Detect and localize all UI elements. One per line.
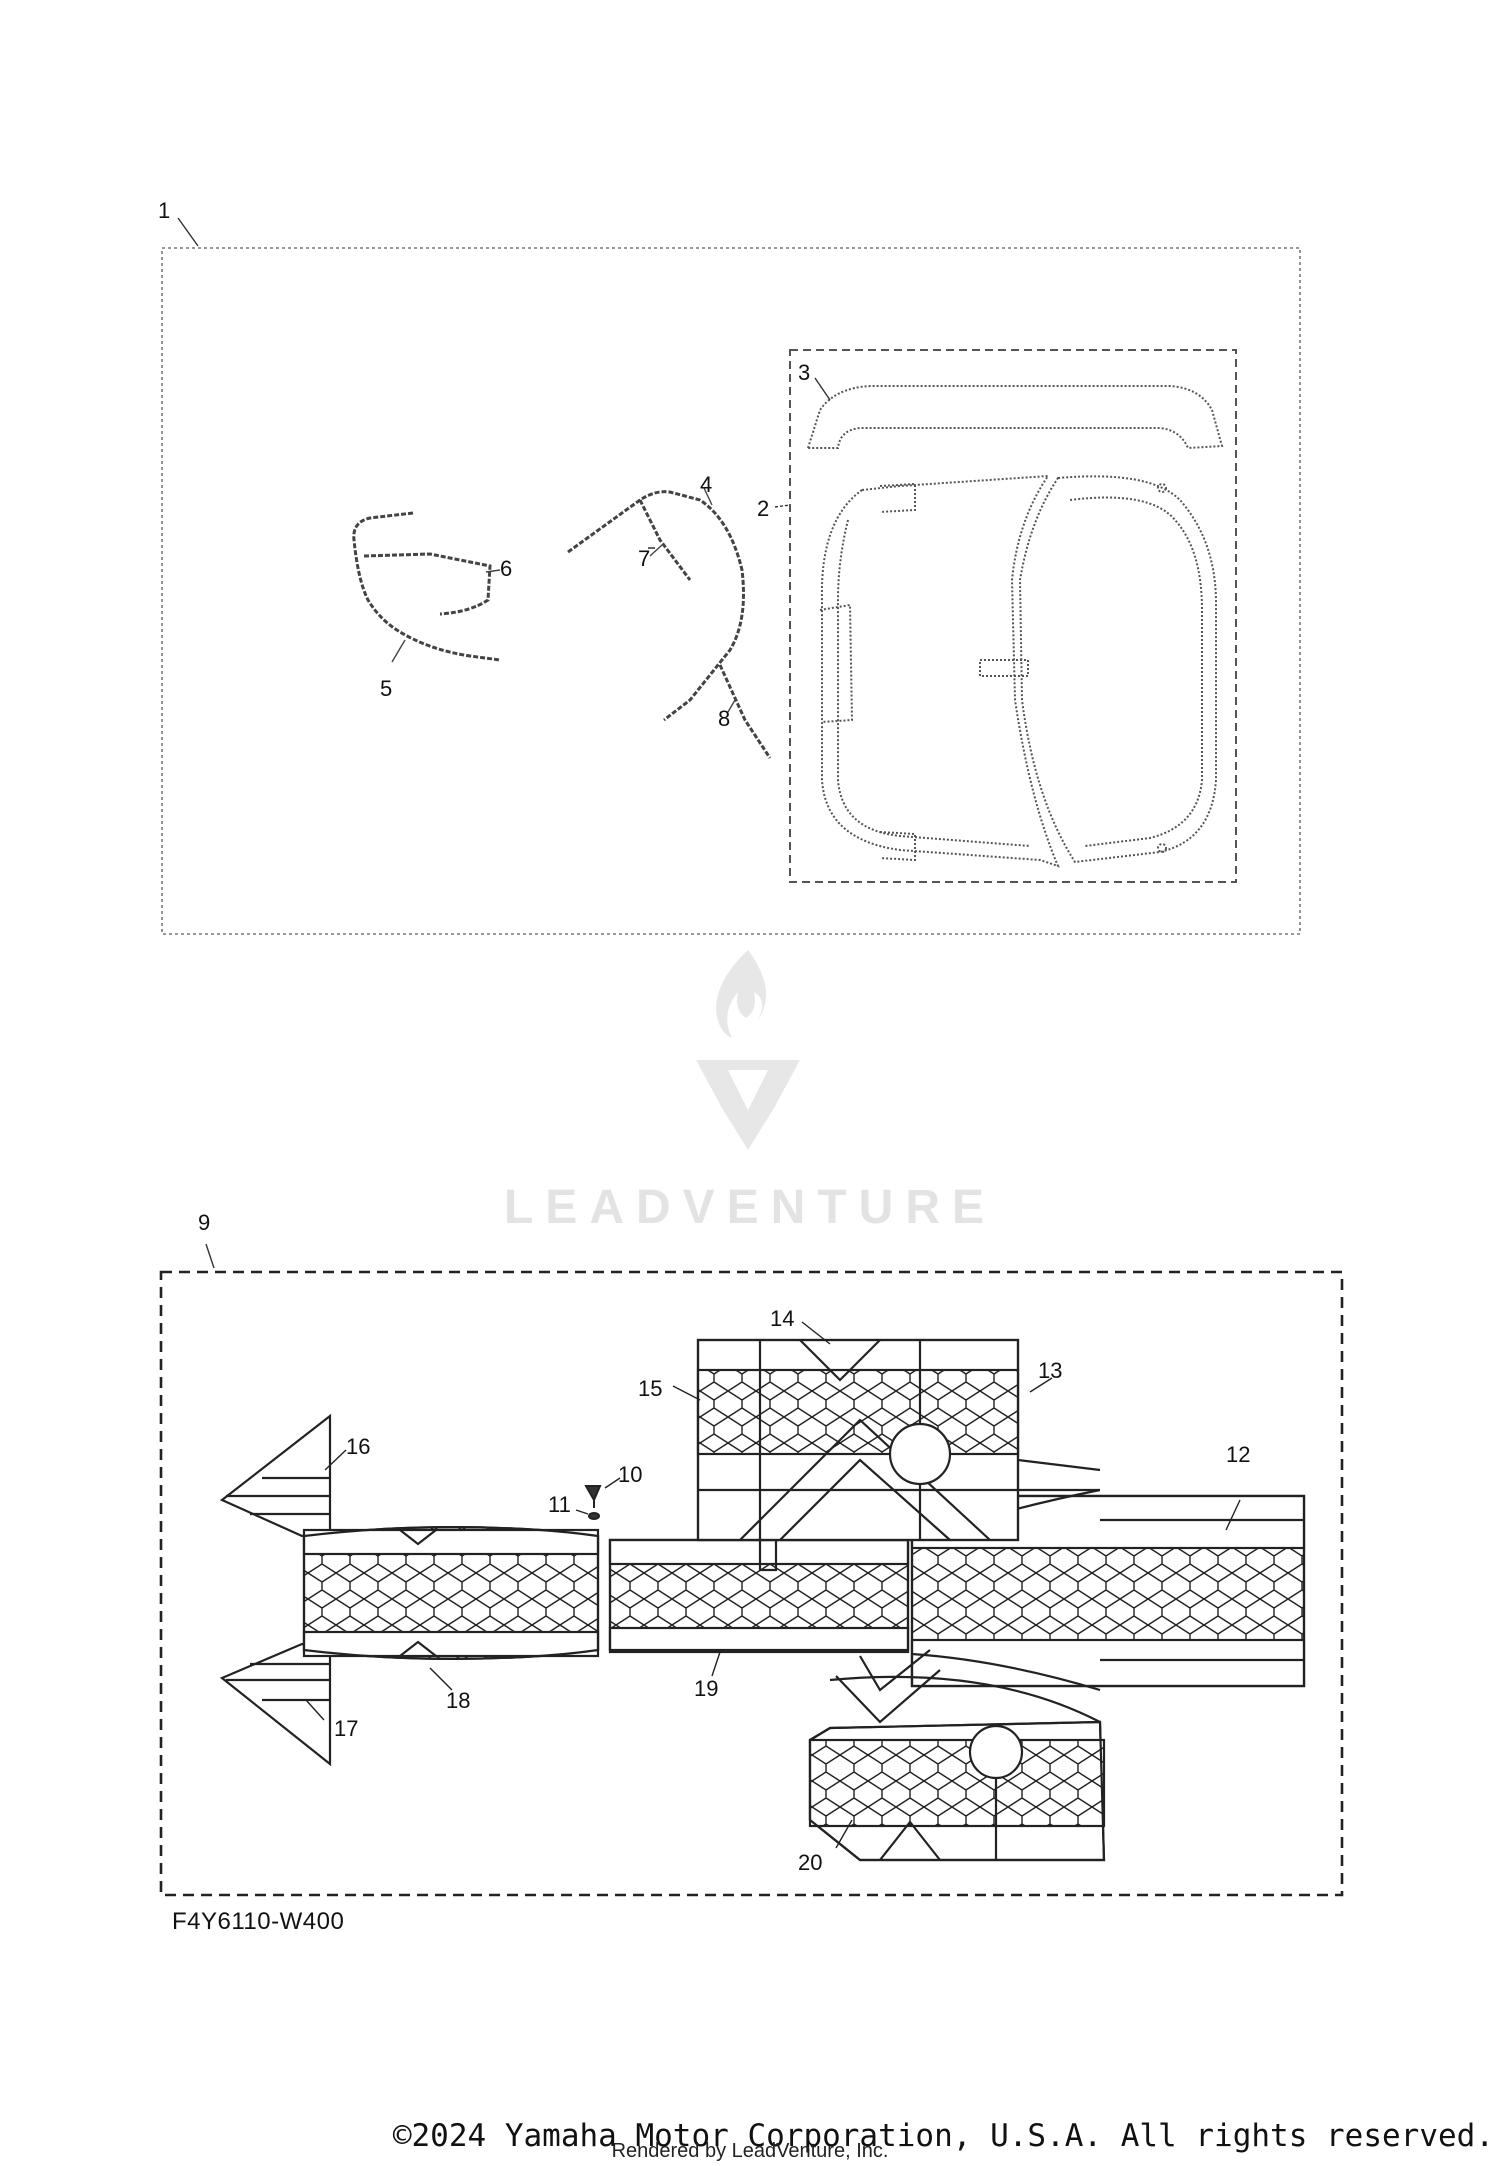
copyright-notice: ©2024 Yamaha Motor Corporation, U.S.A. A… xyxy=(392,2118,1494,2154)
part-5-rail xyxy=(352,511,501,663)
callout-20: 20 xyxy=(798,1850,823,1875)
kit-9-frame xyxy=(159,1243,1344,1897)
callout-14: 14 xyxy=(770,1306,795,1331)
callout-17: 17 xyxy=(334,1716,359,1741)
callout-16: 16 xyxy=(346,1434,371,1459)
watermark-text: LEADVENTURE xyxy=(503,1181,997,1234)
part-2-frame xyxy=(774,349,1237,883)
callout-7: 7 xyxy=(638,546,651,571)
callout-12: 12 xyxy=(1226,1442,1251,1467)
callout-6: 6 xyxy=(500,556,513,581)
callout-3: 3 xyxy=(798,360,811,385)
callout-8: 8 xyxy=(718,706,731,731)
kit-1-frame xyxy=(161,217,1301,935)
callout-4: 4 xyxy=(700,472,713,497)
callout-5: 5 xyxy=(380,676,393,701)
mat-20 xyxy=(808,1649,1106,1862)
callout-13: 13 xyxy=(1038,1358,1063,1383)
part-3-cap xyxy=(806,377,1224,450)
mat-19 xyxy=(608,1538,910,1654)
watermark-logo-icon xyxy=(696,950,800,1150)
mat-13-14-15 xyxy=(696,1338,1101,1542)
callout-15: 15 xyxy=(638,1376,663,1401)
mat-18 xyxy=(302,1525,600,1661)
callout-1: 1 xyxy=(158,198,171,223)
rendered-by-notice: Rendered by LeadVenture, Inc. xyxy=(611,2140,889,2162)
callout-10: 10 xyxy=(618,1462,643,1487)
part-4-rail xyxy=(567,487,772,759)
callout-19: 19 xyxy=(694,1676,719,1701)
fastener-10-11 xyxy=(584,1485,602,1520)
callout-2: 2 xyxy=(757,496,770,521)
mat-17 xyxy=(219,1642,332,1767)
callout-18: 18 xyxy=(446,1688,471,1713)
leader-lines xyxy=(305,547,1241,1849)
mat-16 xyxy=(219,1413,332,1538)
callout-11: 11 xyxy=(548,1492,571,1517)
callout-9: 9 xyxy=(198,1210,211,1235)
part-2-liner xyxy=(819,474,1217,868)
drawing-code: F4Y6110-W400 xyxy=(172,1908,345,1935)
